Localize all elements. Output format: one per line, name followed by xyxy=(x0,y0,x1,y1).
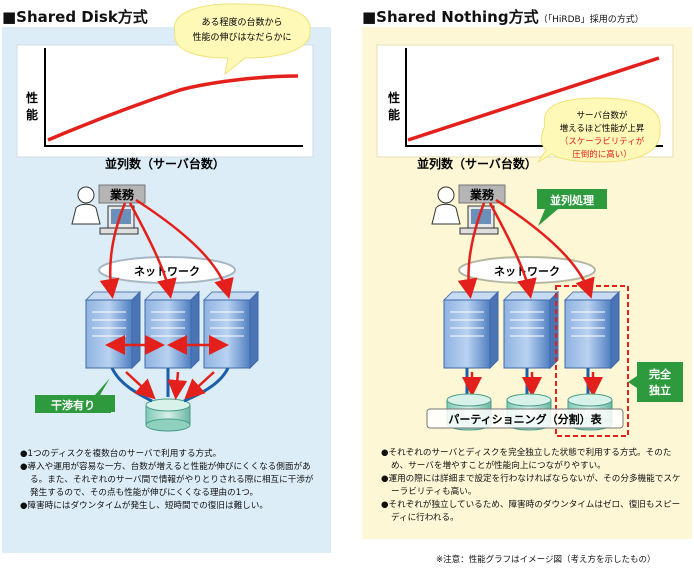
left-callout: ある程度の台数から 性能の伸びはなだらかに xyxy=(174,3,311,76)
right-parallel-label: 並列処理 xyxy=(550,193,594,207)
right-x-label: 並列数（サーバ台数） xyxy=(417,156,537,171)
server-icon xyxy=(563,290,621,370)
right-network-label: ネットワーク xyxy=(494,265,560,278)
footnote: ※注意：性能グラフはイメージ図（考え方を示したもの） xyxy=(436,555,656,565)
right-title-main: ■Shared Nothing方式 xyxy=(362,8,539,26)
left-callout-line-2: 性能の伸びはなだらかに xyxy=(192,31,291,43)
right-callout: サーバ台数が 増えるほど性能が上昇 （スケーラビリティが 圧倒的に高い） xyxy=(537,97,661,163)
right-independent-label-1: 完全 xyxy=(649,367,672,381)
right-independent-badge xyxy=(628,362,683,402)
right-performance-line xyxy=(407,56,660,142)
server-icon xyxy=(143,290,201,370)
right-user-pc-icon xyxy=(431,186,499,235)
left-callout-line-1: ある程度の台数から xyxy=(201,16,282,28)
right-bullet-2: ●運用の際には詳細まで設定を行わなければならないが、その分多機能でスケーラビリテ… xyxy=(381,474,681,497)
server-icon xyxy=(502,290,560,370)
left-disk-links xyxy=(110,367,230,403)
left-bullet-list: ●1つのディスクを複数台のサーバで利用する方式。 ●導入や運用が容易な一方、台数… xyxy=(20,448,320,513)
right-callout-line-3: （スケーラビリティが xyxy=(560,136,645,147)
right-disk-links xyxy=(465,368,590,396)
left-business-label: 業務 xyxy=(109,187,135,202)
left-request-arrows xyxy=(99,198,234,299)
server-icon xyxy=(202,290,260,370)
right-bullet-3: ●それぞれが独立しているため、障害時のダウンタイムはゼロ、復旧もスピーディに行わ… xyxy=(381,500,681,523)
right-partition-label: パーティショニング（分割）表 xyxy=(448,412,602,426)
left-y-label-2: 能 xyxy=(26,107,38,122)
right-business-box xyxy=(458,184,506,204)
left-graph-box xyxy=(16,44,314,158)
left-interference-badge xyxy=(35,378,115,413)
right-independent-label-2: 独立 xyxy=(648,383,671,397)
right-disk-access-arrows xyxy=(462,372,603,397)
left-y-label-1: 性 xyxy=(25,90,38,105)
server-icon xyxy=(442,290,500,370)
left-x-label: 並列数（サーバ台数） xyxy=(105,156,225,171)
right-parallel-badge xyxy=(537,189,607,226)
right-y-label-2: 能 xyxy=(388,107,400,122)
right-partition-box xyxy=(426,408,624,429)
right-business-label: 業務 xyxy=(469,187,495,202)
right-y-label-1: 性 xyxy=(387,90,400,105)
left-title: ■Shared Disk方式 xyxy=(2,8,148,26)
left-bullet-1: ●1つのディスクを複数台のサーバで利用する方式。 xyxy=(20,449,222,459)
right-servers xyxy=(442,290,621,370)
left-bullet-3: ●障害時にはダウンタイムが発生し、短時間での復旧は難しい。 xyxy=(20,501,268,511)
left-disk-access-arrows xyxy=(125,371,215,400)
right-title-sub: （「HiRDB」採用の方式） xyxy=(538,15,644,25)
left-network-label: ネットワーク xyxy=(134,265,200,278)
left-shared-disk-icon xyxy=(145,398,191,432)
right-bullet-list: ●それぞれのサーバとディスクを完全独立した状態で利用する方式。そのため、サーバを… xyxy=(381,447,681,525)
left-servers xyxy=(84,290,260,370)
right-callout-line-1: サーバ台数が xyxy=(577,110,628,121)
right-callout-line-4: 圧倒的に高い） xyxy=(572,149,632,160)
right-title: ■Shared Nothing方式（「HiRDB」採用の方式） xyxy=(362,6,644,27)
right-callout-line-2: 増えるほど性能が上昇 xyxy=(560,123,645,134)
right-request-arrows xyxy=(457,198,595,299)
right-independent-frame xyxy=(555,285,629,437)
left-bullet-2: ●導入や運用が容易な一方、台数が増えると性能が伸びにくくなる側面がある。また、そ… xyxy=(20,462,314,498)
left-business-box xyxy=(98,184,146,204)
left-interference-label: 干渉有り xyxy=(51,398,95,412)
left-performance-curve xyxy=(47,74,299,142)
server-icon xyxy=(84,290,142,370)
right-bullet-1: ●それぞれのサーバとディスクを完全独立した状態で利用する方式。そのため、サーバを… xyxy=(381,448,672,471)
